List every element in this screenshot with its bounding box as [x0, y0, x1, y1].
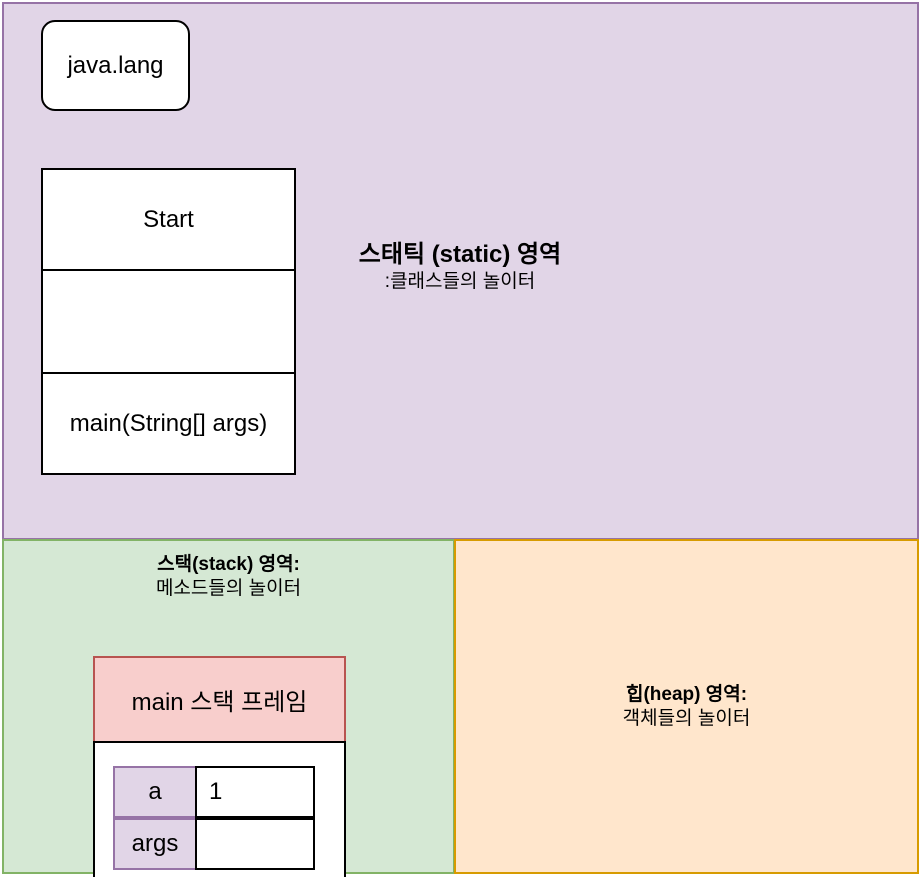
stack-area-label: 스택(stack) 영역: 메소드들의 놀이터 [2, 553, 455, 601]
heap-area-title: 힙(heap) 영역: [625, 684, 748, 705]
heap-area-label: 힙(heap) 영역: 객체들의 놀이터 [454, 683, 919, 731]
variable-a-value[interactable]: 1 [195, 766, 315, 818]
java-lang-package-box[interactable]: java.lang [41, 20, 190, 111]
static-area-title: 스태틱 (static) 영역 [358, 241, 562, 268]
static-area-subtitle: :클래스들의 놀이터 [384, 271, 536, 292]
stack-area-subtitle: 메소드들의 놀이터 [155, 577, 302, 599]
class-fields [43, 271, 294, 374]
static-area-label: 스태틱 (static) 영역 :클래스들의 놀이터 [310, 240, 610, 294]
class-method-main: main(String[] args) [69, 409, 268, 437]
main-stack-frame-header[interactable]: main 스택 프레임 [93, 656, 346, 743]
variable-args-name[interactable]: args [113, 818, 197, 870]
stack-area-title: 스택(stack) 영역: [157, 554, 300, 575]
heap-area-subtitle: 객체들의 놀이터 [622, 707, 751, 729]
start-class-box[interactable]: Start main(String[] args) [41, 168, 296, 475]
variable-args-value[interactable] [195, 818, 315, 870]
class-name: Start [43, 170, 294, 271]
variable-a-name[interactable]: a [113, 766, 197, 818]
heap-area [454, 539, 919, 874]
